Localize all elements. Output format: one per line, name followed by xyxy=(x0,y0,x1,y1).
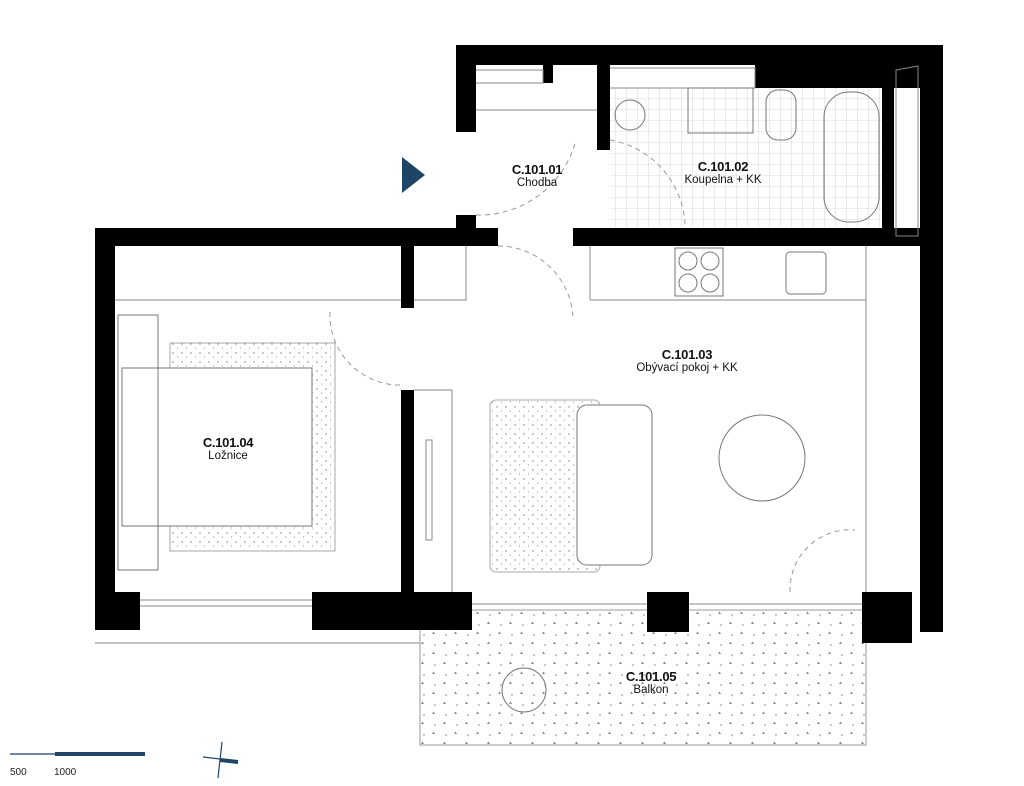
walls xyxy=(95,45,943,643)
room-code: C.101.02 xyxy=(697,159,749,174)
furniture xyxy=(117,87,880,713)
room-name: Ložnice xyxy=(208,450,248,463)
room-label-balkon: C.101.05 Balkon xyxy=(625,669,677,697)
room-label-koupelna: C.101.02 Koupelna + KK xyxy=(684,159,762,187)
bathroom-floor-tiles xyxy=(610,88,882,228)
scale-label-500: 500 xyxy=(10,767,27,778)
room-code: C.101.03 xyxy=(661,347,713,362)
room-label-loznice: C.101.04 Ložnice xyxy=(200,435,256,463)
scale-label-1000: 1000 xyxy=(54,767,77,778)
balcony-area xyxy=(419,609,867,746)
room-name: Koupelna + KK xyxy=(684,174,762,187)
room-name: Balkon xyxy=(633,684,669,697)
room-code: C.101.01 xyxy=(511,162,563,177)
north-arrow-icon xyxy=(202,741,239,779)
windows-and-lines xyxy=(95,65,919,644)
door-swings xyxy=(329,139,856,593)
room-label-obyvaci-pokoj: C.101.03 Obývací pokoj + KK xyxy=(636,347,738,375)
room-name: Obývací pokoj + KK xyxy=(636,362,738,375)
room-label-chodba: C.101.01 Chodba xyxy=(511,162,563,190)
room-code: C.101.05 xyxy=(625,669,677,684)
room-code: C.101.04 xyxy=(202,435,254,450)
room-name: Chodba xyxy=(516,177,558,190)
entrance-arrow-icon xyxy=(402,157,425,193)
